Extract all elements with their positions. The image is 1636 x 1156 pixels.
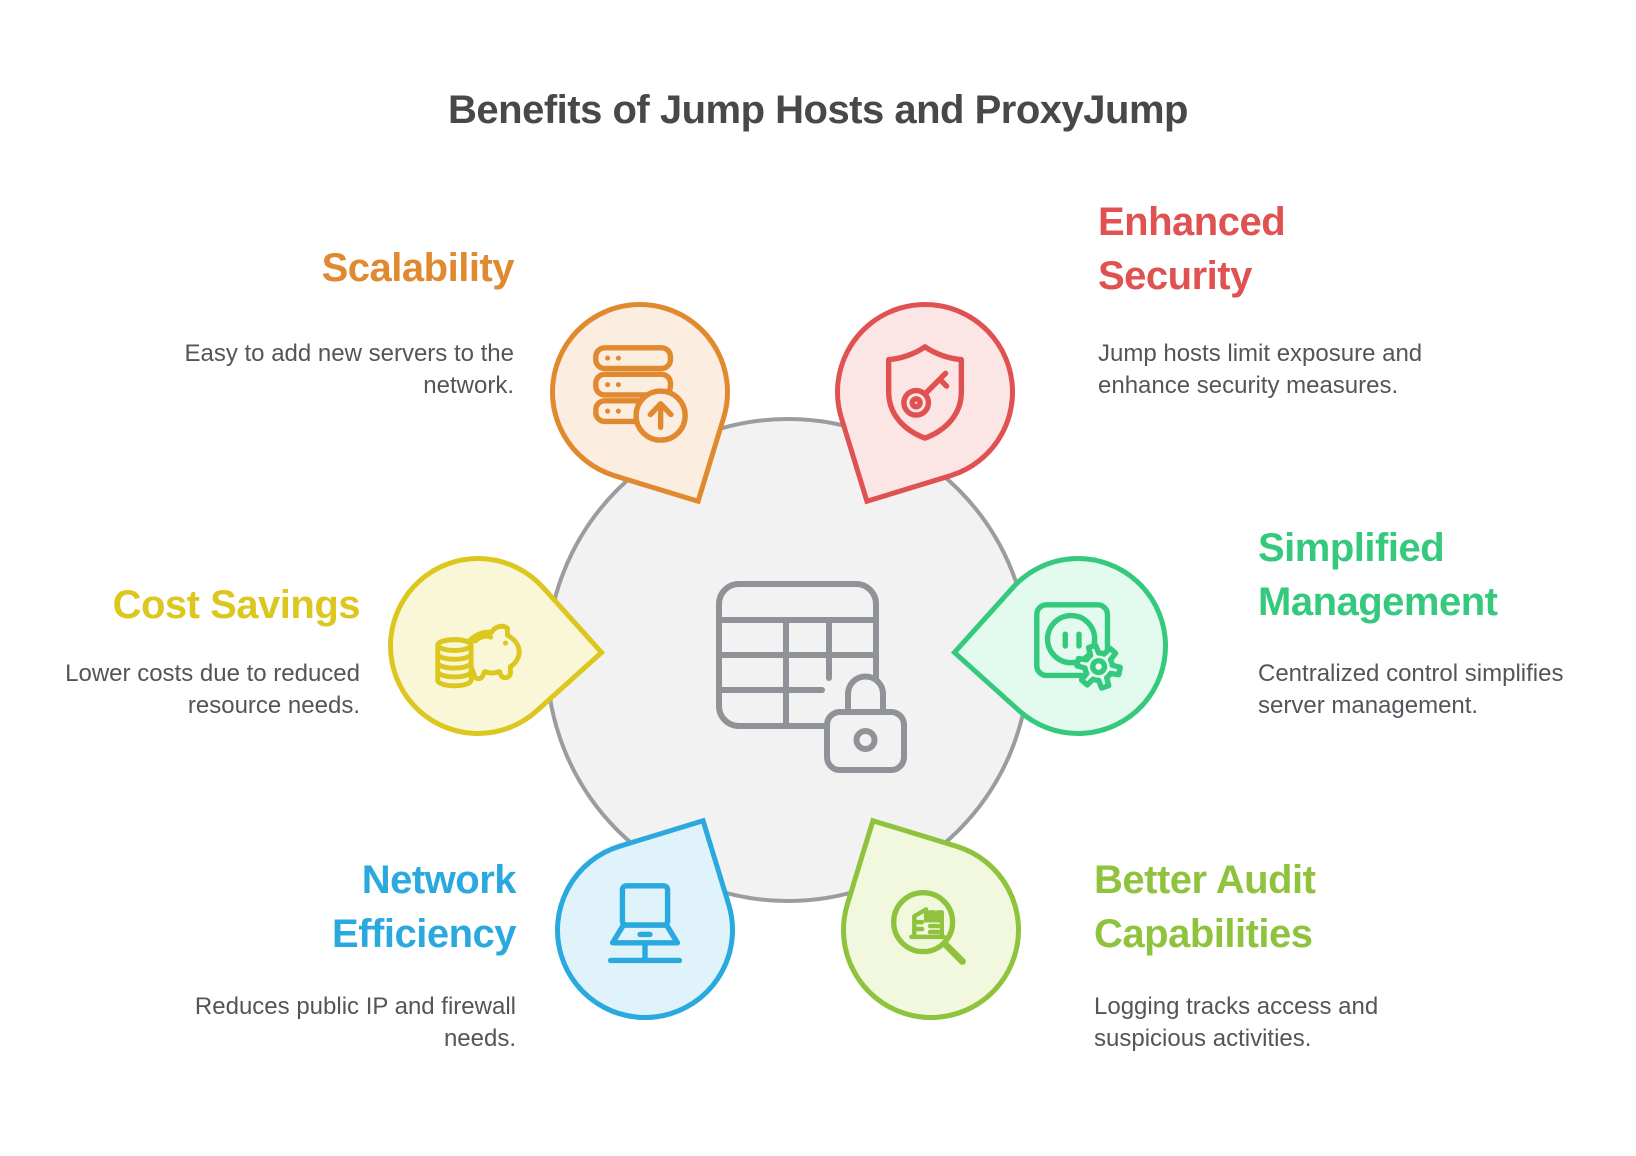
- network-efficiency-description: Reduces public IP and firewall needs.: [194, 993, 516, 1052]
- page-title: Benefits of Jump Hosts and ProxyJump: [448, 88, 1188, 132]
- central-circle: [545, 417, 1031, 903]
- power-socket-gear-icon: [1024, 592, 1132, 700]
- server-upload-icon: [586, 338, 694, 446]
- enhanced-security-heading: Enhanced Security: [1098, 200, 1286, 298]
- better-audit-capabilities-description: Logging tracks access and suspicious act…: [1094, 993, 1379, 1052]
- laptop-icon: [591, 876, 699, 984]
- magnifier-audit-icon: [877, 876, 985, 984]
- network-efficiency-heading: Network Efficiency: [332, 858, 516, 956]
- cost-savings-heading: Cost Savings: [112, 583, 361, 627]
- simplified-management-description: Centralized control simplifies server ma…: [1258, 660, 1564, 719]
- table-lock-icon: [710, 578, 910, 778]
- simplified-management-heading: Simplified Management: [1258, 526, 1498, 624]
- scalability-description: Easy to add new servers to the network.: [184, 340, 514, 399]
- shield-key-icon: [871, 338, 979, 446]
- enhanced-security-description: Jump hosts limit exposure and enhance se…: [1098, 340, 1423, 399]
- better-audit-capabilities-heading: Better Audit Capabilities: [1094, 858, 1316, 956]
- scalability-heading: Scalability: [321, 246, 515, 290]
- piggy-bank-coins-icon: [424, 592, 532, 700]
- cost-savings-description: Lower costs due to reduced resource need…: [65, 660, 360, 719]
